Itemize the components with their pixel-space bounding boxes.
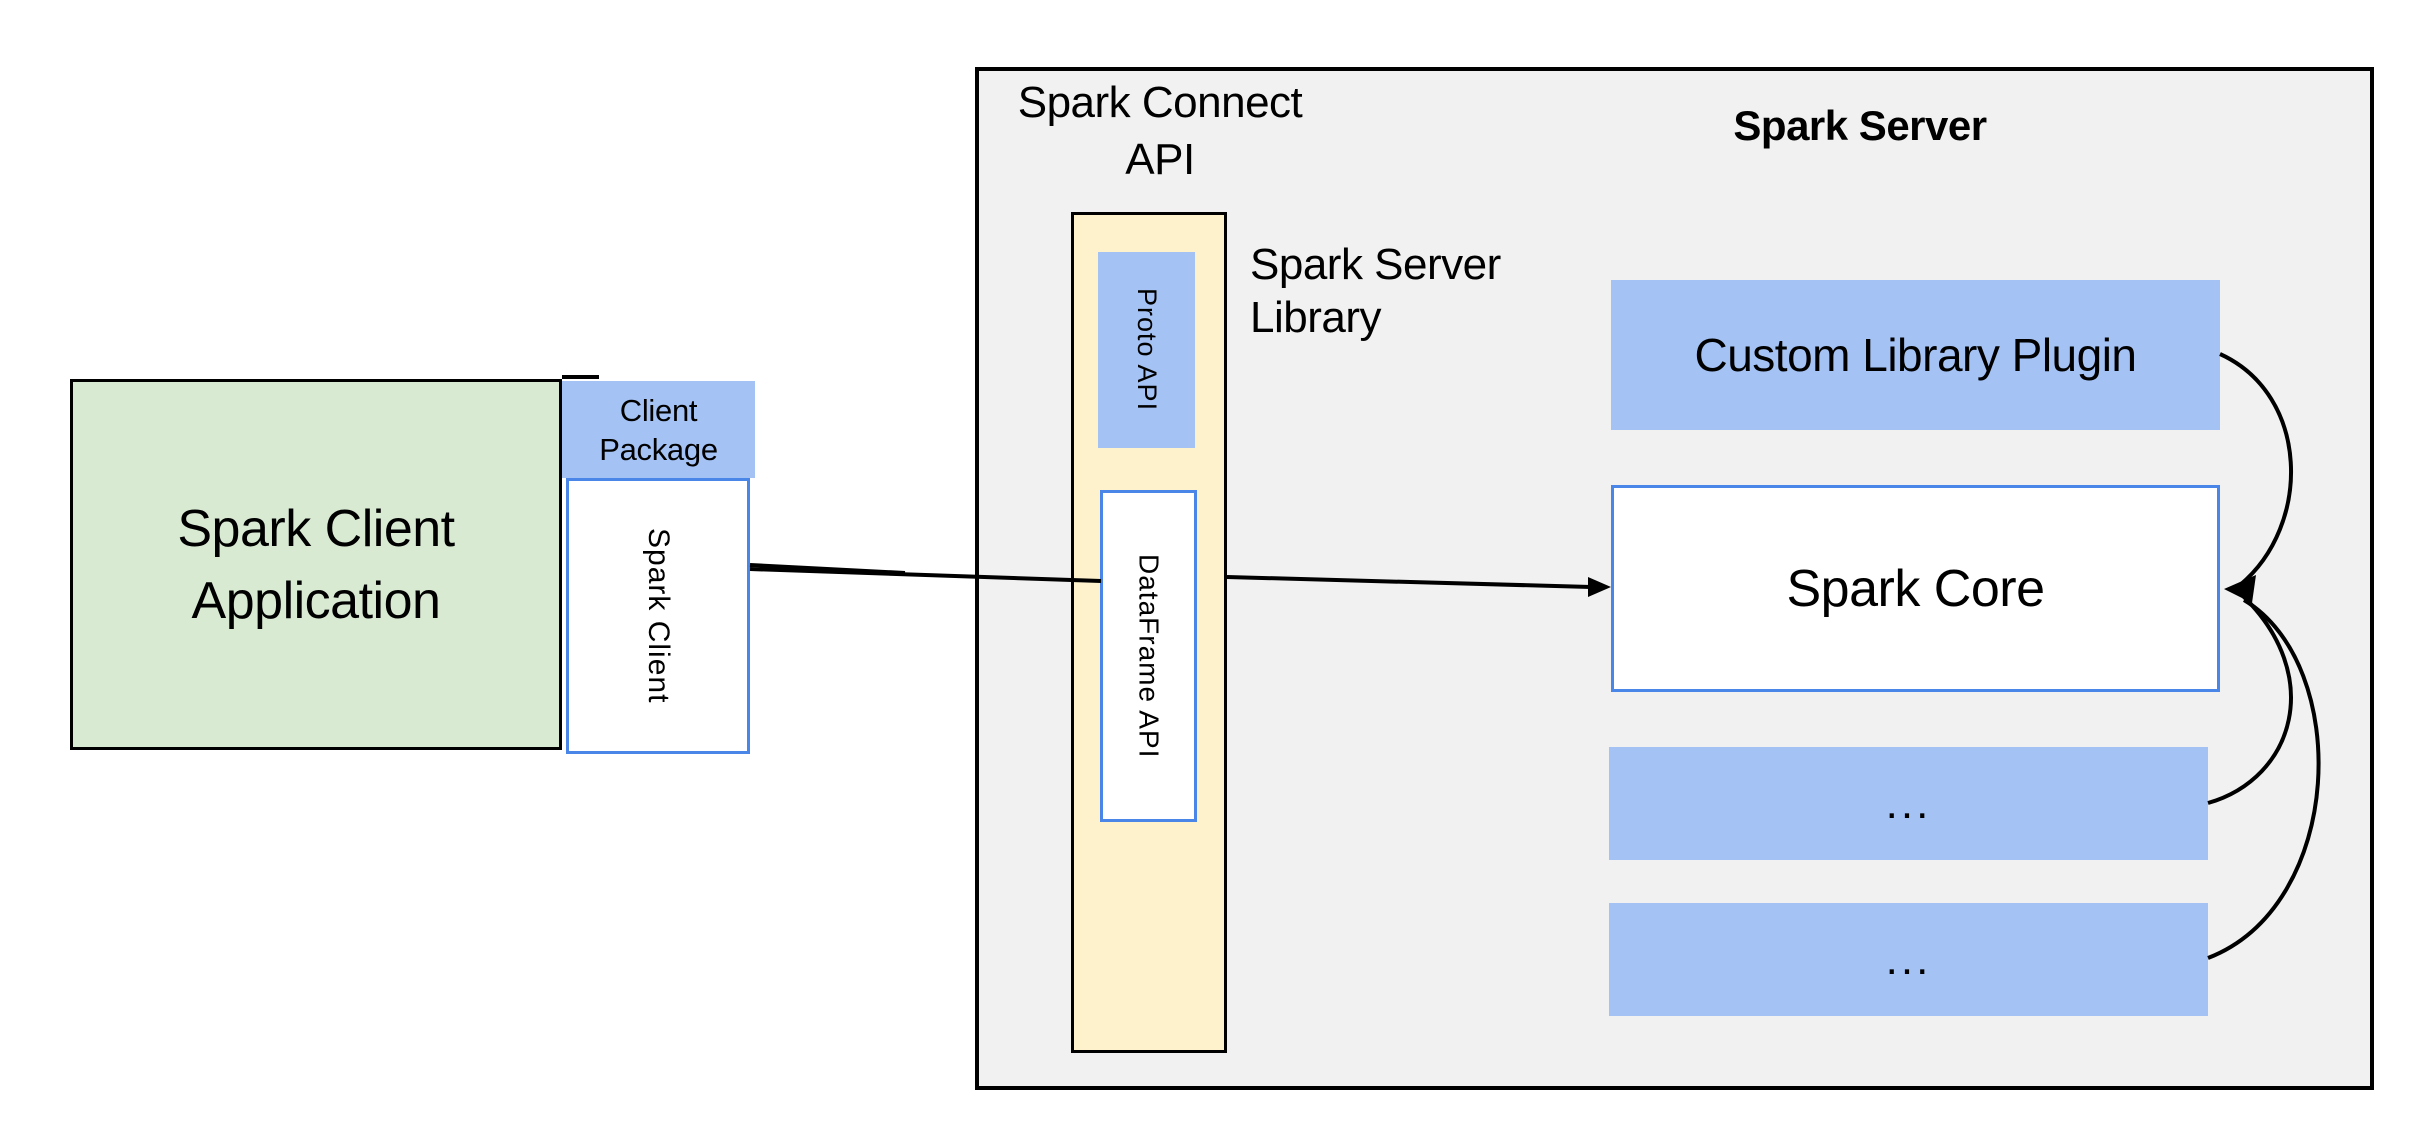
- spark-server-library-label: Spark Server Library: [1250, 240, 1501, 342]
- client-package-label: Client Package: [599, 392, 718, 467]
- spark-core-label: Spark Core: [1786, 559, 2046, 618]
- dataframe-api-box: DataFrame API: [1100, 490, 1197, 822]
- spark-server-header: Spark Server: [1733, 102, 1987, 149]
- spark-core-box: Spark Core: [1611, 485, 2220, 692]
- client-to-dataframe-arrow-segment: [749, 563, 906, 575]
- client-package-box: Client Package: [562, 381, 755, 478]
- spark-connect-api-header: Spark Connect API: [1017, 78, 1303, 184]
- spark-client-application-box: Spark Client Application: [70, 379, 562, 750]
- spark-client-box: Spark Client: [566, 478, 750, 754]
- proto-api-label: Proto API: [1132, 288, 1162, 412]
- plugin-slot-1-label: ...: [1885, 778, 1932, 828]
- proto-api-box: Proto API: [1098, 252, 1195, 448]
- plugin-slot-2-box: ...: [1609, 903, 2208, 1016]
- plugin-slot-1-box: ...: [1609, 747, 2208, 860]
- custom-library-plugin-box: Custom Library Plugin: [1611, 280, 2220, 430]
- dataframe-api-label: DataFrame API: [1133, 553, 1165, 759]
- spark-client-label: Spark Client: [642, 528, 675, 704]
- custom-library-plugin-label: Custom Library Plugin: [1694, 329, 2137, 381]
- spark-client-application-label: Spark Client Application: [177, 499, 455, 630]
- plugin-slot-2-label: ...: [1885, 934, 1932, 984]
